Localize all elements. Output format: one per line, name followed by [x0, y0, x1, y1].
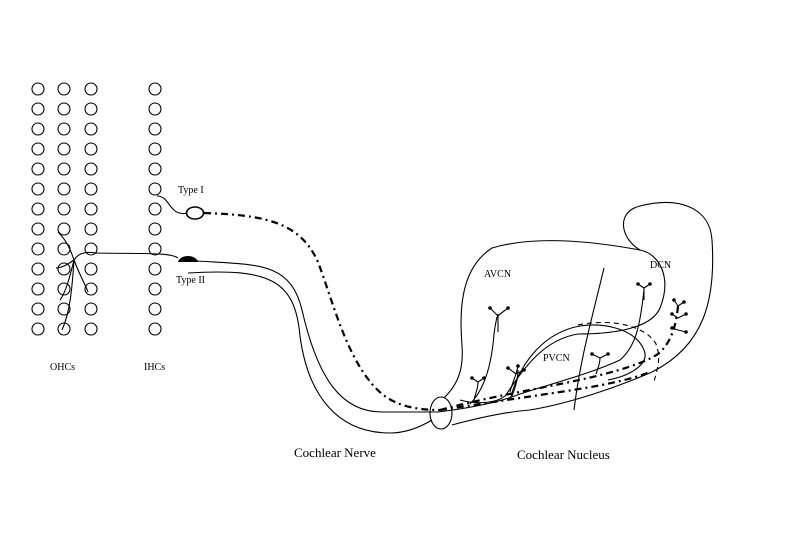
arbor-dcn-upper — [636, 282, 652, 300]
label-type1: Type I — [178, 185, 204, 196]
terminal-arbors — [470, 282, 688, 401]
ohc-cell-array — [31, 82, 98, 336]
type2-dendrite — [95, 252, 179, 259]
type2-fiber — [95, 252, 438, 413]
ohc-column-1 — [31, 82, 45, 336]
label-type2: Type II — [176, 275, 205, 286]
type2-cell-body — [178, 256, 198, 262]
dcn-outline — [529, 202, 714, 411]
arbor-avcn-top — [488, 306, 510, 332]
ohc-column-2 — [57, 82, 71, 336]
type2-dendrite-branches — [55, 231, 97, 331]
label-ohcs: OHCs — [50, 362, 75, 373]
ihc-column — [148, 82, 162, 336]
type1-nucleus-branches — [439, 305, 680, 412]
nucleus-lower-edge — [451, 409, 531, 426]
type2-axon — [196, 260, 438, 413]
arbor-avcn-right — [506, 364, 526, 393]
type1-fiber — [156, 195, 441, 412]
label-cochlear-nucleus: Cochlear Nucleus — [517, 447, 610, 462]
pvcn-dcn-boundary — [573, 267, 605, 411]
ohc-column-3 — [84, 82, 98, 336]
projection-dashed-contour — [577, 322, 660, 383]
type1-axon — [203, 211, 441, 412]
type2-nucleus-branches — [437, 289, 645, 413]
type1-cell-body — [185, 206, 205, 220]
arbor-avcn-left — [470, 376, 486, 401]
label-ihcs: IHCs — [144, 362, 165, 373]
type1-dendrite — [156, 195, 189, 215]
arbor-pvcn — [590, 352, 610, 375]
arbor-dcn-right — [670, 298, 688, 334]
label-avcn: AVCN — [484, 269, 511, 280]
avcn-outline — [443, 240, 666, 404]
cochlear-nerve-outline — [187, 271, 433, 434]
pvcn-outline — [509, 324, 646, 401]
label-cochlear-nerve: Cochlear Nerve — [294, 445, 376, 460]
label-pvcn: PVCN — [543, 353, 570, 364]
label-dcn: DCN — [650, 260, 671, 271]
nerve-root-oval — [429, 396, 453, 430]
